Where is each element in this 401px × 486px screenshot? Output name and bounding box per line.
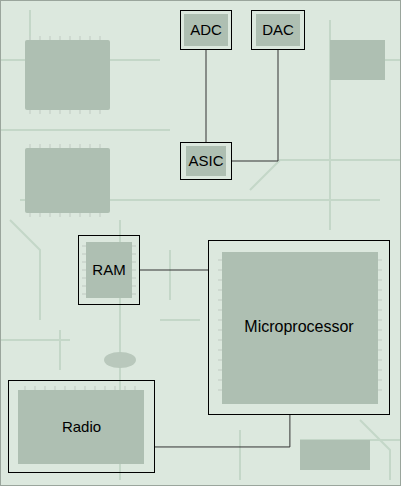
bus-wire [232, 50, 278, 161]
chip-box: RAM [78, 235, 140, 305]
chip-box: ADC [180, 10, 232, 50]
board-chips [18, 14, 385, 470]
chip-label: RAM [92, 261, 125, 278]
chip-box: Radio [8, 380, 155, 473]
chip-label: Radio [62, 418, 101, 435]
chip-box: ASIC [180, 142, 232, 180]
chip-pins [25, 36, 382, 390]
board-traces [0, 10, 400, 480]
chip-label: DAC [262, 21, 294, 38]
chip-label: ADC [190, 21, 222, 38]
bus-wire [155, 415, 290, 447]
chip-box: Microprocessor [208, 240, 390, 415]
crystal-part [104, 352, 136, 368]
chip-box: DAC [251, 10, 305, 50]
chip-label: ASIC [188, 152, 223, 169]
bus-wire [206, 50, 207, 142]
chip-label: Microprocessor [244, 318, 353, 336]
bus-wire [140, 270, 208, 271]
